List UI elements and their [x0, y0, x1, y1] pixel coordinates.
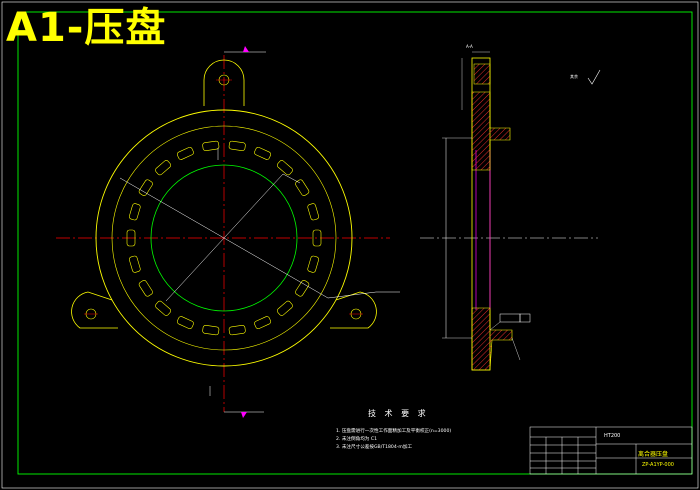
cooling-slot: [254, 316, 272, 330]
outer-rim-circle: [95, 109, 353, 367]
cooling-slot: [312, 229, 322, 247]
cooling-slot: [202, 325, 220, 336]
lug-top: [203, 59, 245, 106]
tolerance-frame-2: [519, 313, 531, 323]
hatch-top-flange: [471, 91, 511, 171]
cooling-slot: [254, 146, 272, 160]
diameter-dimension-line-2: [165, 173, 284, 302]
technical-note-1: 1. 压盘需进行一次性工作面精加工及平衡校正(n=3000): [336, 429, 452, 434]
section-label: A-A: [466, 44, 473, 49]
cooling-slot: [228, 325, 246, 336]
technical-requirements-title: 技 术 要 求: [368, 409, 429, 418]
lug-right: [330, 291, 377, 329]
drawing-frame: [17, 11, 693, 475]
cooling-slot: [155, 160, 172, 176]
cooling-slot: [295, 280, 310, 297]
friction-face-outer-circle: [111, 125, 337, 351]
technical-note-2: 2. 未注倒角均为 C1: [336, 437, 377, 442]
cooling-slot: [155, 300, 172, 316]
lug-left: [71, 291, 118, 329]
cooling-slot: [202, 140, 220, 151]
cooling-slot: [307, 255, 319, 273]
cooling-slot: [138, 179, 153, 196]
tolerance-leader: [489, 321, 501, 331]
cooling-slot: [129, 203, 141, 221]
inner-bore-circle: [150, 164, 298, 312]
cooling-slot: [276, 300, 293, 316]
cooling-slot: [276, 160, 293, 176]
roughness-symbol: [587, 69, 601, 85]
title-block-part-name: 离合器压盘: [638, 451, 669, 458]
title-block-frame: [529, 426, 693, 475]
section-arrow-bottom: [241, 412, 247, 418]
roughness-leader: [511, 337, 521, 361]
drawing-title: A1-压盘: [6, 5, 167, 51]
section-view: [420, 51, 601, 371]
leader-line-right: [327, 291, 377, 299]
front-view: [56, 46, 400, 418]
cooling-slot: [307, 203, 319, 221]
cooling-slot: [126, 229, 136, 247]
cooling-slot: [129, 255, 141, 273]
technical-note-3: 3. 未注尺寸公差按GB/T1804-m加工: [336, 445, 413, 450]
title-block-drawing-number: ZP-A1YP-000: [642, 462, 674, 468]
cooling-slot: [176, 316, 194, 330]
cooling-slot: [176, 146, 194, 160]
cooling-slot: [228, 140, 246, 151]
cooling-slots-ring: [126, 140, 322, 336]
cooling-slot: [138, 280, 153, 297]
section-arrow-top: [243, 46, 249, 52]
title-block-material: HT200: [604, 433, 621, 439]
hatch-bottom-flange: [471, 307, 513, 371]
hatch-top-lug: [473, 63, 491, 85]
cooling-slot: [295, 179, 310, 196]
title-block: [529, 426, 693, 475]
roughness-note: 其余: [570, 74, 578, 79]
leader-line-upper: [282, 173, 301, 184]
